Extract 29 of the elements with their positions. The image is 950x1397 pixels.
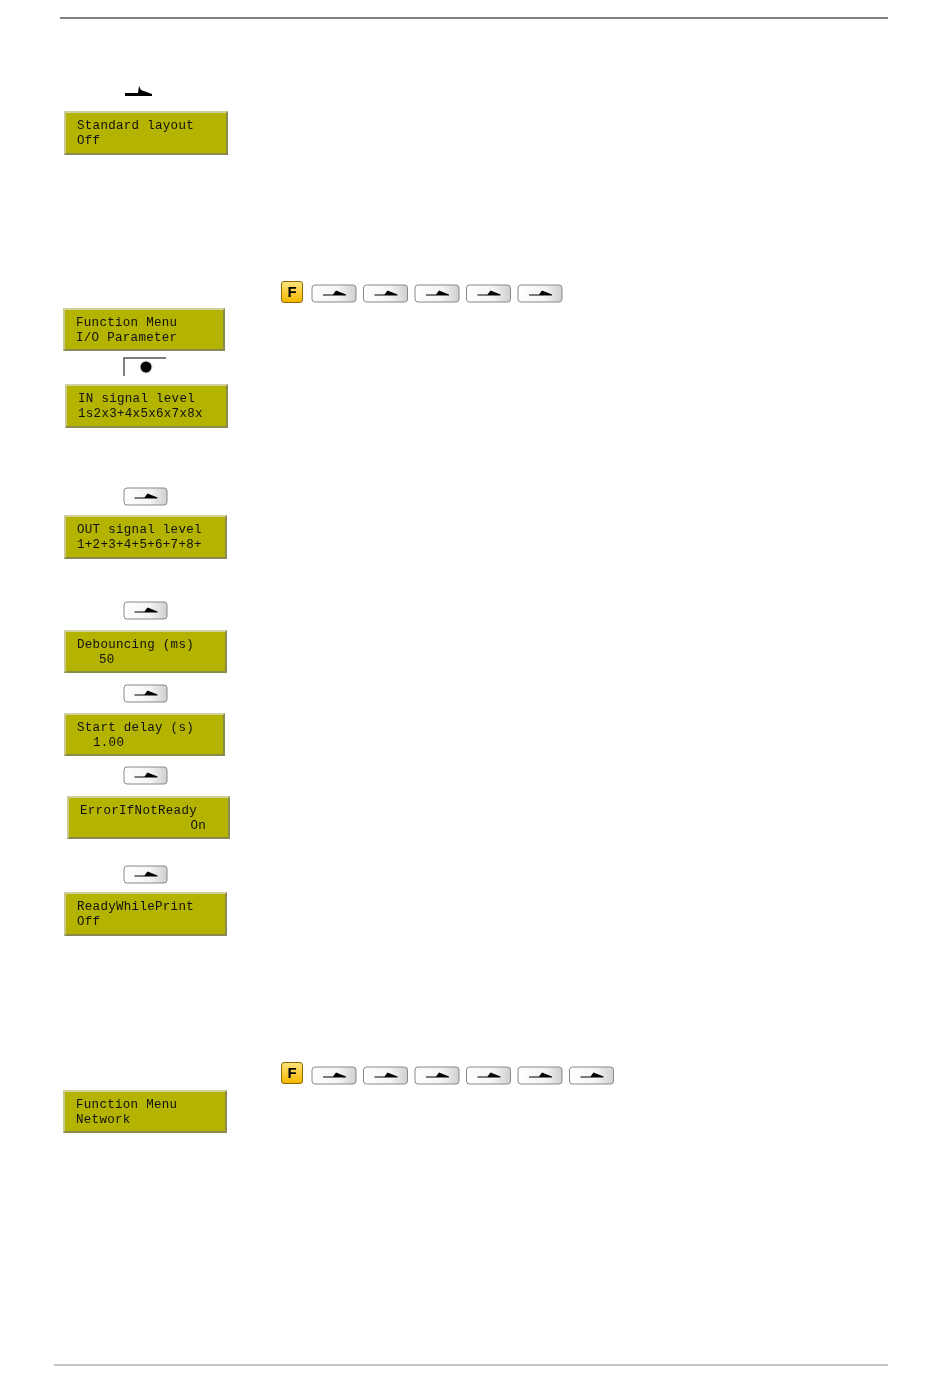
- parameter-value: On: [189, 819, 207, 834]
- lcd-display: [64, 630, 227, 673]
- lcd-display: [63, 308, 225, 351]
- parameter-name: IN signal level: [78, 392, 197, 407]
- parameter-name: Function Menu: [76, 1098, 179, 1113]
- parameter-name: Start delay (s): [77, 721, 196, 736]
- lcd-display: [63, 1090, 227, 1133]
- parameter-value: Network: [76, 1113, 132, 1128]
- parameter-value: 1+2+3+4+5+6+7+8+: [77, 538, 203, 553]
- parameter-name: Standard layout: [77, 119, 196, 134]
- parameter-name: ReadyWhilePrint: [77, 900, 196, 915]
- parameter-value: 1s2x3+4x5x6x7x8x: [78, 407, 204, 422]
- lcd-display: [64, 111, 228, 155]
- lcd-display: [64, 892, 227, 936]
- function-key: F: [281, 1062, 303, 1084]
- parameter-value: Off: [77, 915, 102, 930]
- lcd-display: [64, 713, 225, 756]
- lcd-display: [65, 384, 228, 428]
- parameter-name: ErrorIfNotReady: [80, 804, 199, 819]
- parameter-name: Debouncing (ms): [77, 638, 196, 653]
- function-key: F: [281, 281, 303, 303]
- parameter-name: Function Menu: [76, 316, 179, 331]
- parameter-name: OUT signal level: [77, 523, 203, 538]
- parameter-value: 50: [98, 653, 116, 668]
- parameter-value: Off: [77, 134, 102, 149]
- lcd-display: [67, 796, 230, 839]
- lcd-display: [64, 515, 227, 559]
- parameter-value: 1.00: [92, 736, 126, 751]
- parameter-value: I/O Parameter: [76, 331, 179, 346]
